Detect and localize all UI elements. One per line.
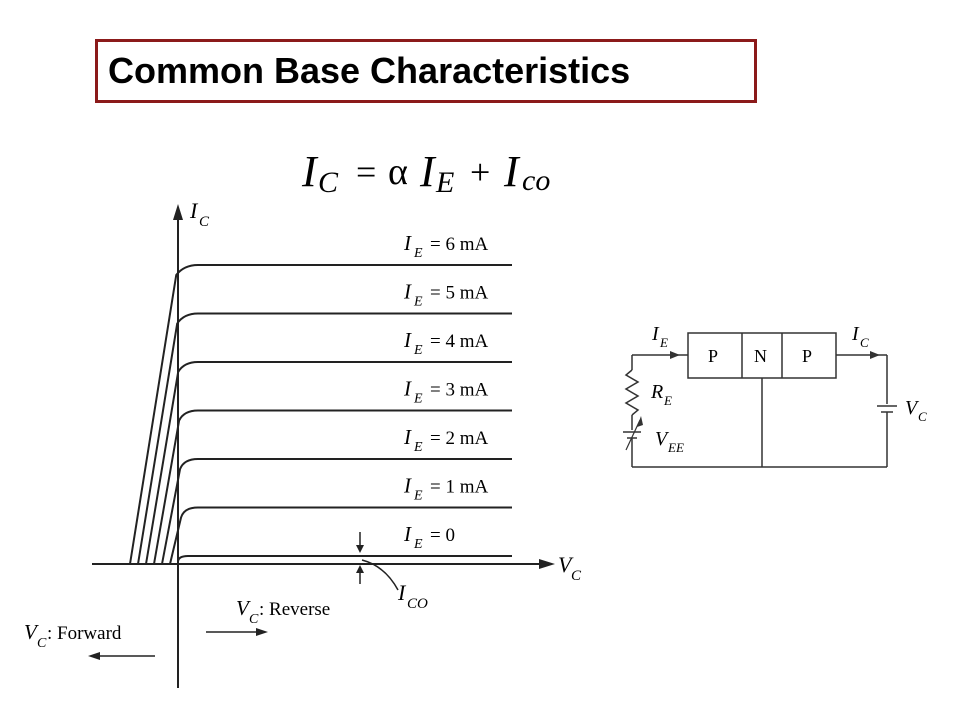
eq-ico-var: I	[503, 147, 521, 196]
y-axis-label-var: I	[189, 198, 199, 223]
curve-label-sub: E	[413, 246, 423, 261]
curve-label-value: = 0	[430, 525, 455, 546]
forward-label-var: V	[24, 620, 39, 644]
equation: I C = α I E + I co	[301, 147, 550, 199]
curve-label-sub: E	[413, 343, 423, 358]
ic-arrow	[870, 351, 880, 359]
x-axis-label-var: V	[558, 552, 574, 577]
ie-curve	[145, 361, 512, 565]
curve-label-value: = 3 mA	[430, 380, 488, 401]
ie-curve	[137, 312, 512, 565]
curve-label-var: I	[403, 231, 412, 255]
ie-arrow	[670, 351, 680, 359]
reverse-label-text: : Reverse	[259, 599, 330, 620]
circuit-re-var: R	[650, 381, 663, 403]
eq-ic-sub: C	[318, 166, 339, 199]
x-axis-label-sub: C	[571, 568, 582, 584]
curve-label-var: I	[403, 377, 412, 401]
ie-curve	[153, 409, 512, 565]
circuit-vc-sub: C	[918, 409, 927, 424]
curve-label-var: I	[403, 474, 412, 498]
slide-title: Common Base Characteristics	[95, 39, 757, 103]
curve-label-sub: E	[413, 537, 423, 552]
ico-label-sub: CO	[407, 596, 428, 612]
circuit-p1: P	[708, 346, 718, 366]
reverse-label-sub: C	[249, 612, 259, 627]
eq-equals: =	[356, 152, 376, 192]
circuit-p2: P	[802, 346, 812, 366]
ie-curve	[169, 506, 512, 565]
eq-plus: +	[470, 152, 490, 192]
circuit-vee-sub: EE	[667, 440, 684, 455]
circuit-ie-var: I	[651, 323, 660, 345]
curve-label-var: I	[403, 425, 412, 449]
forward-label-text: : Forward	[47, 623, 122, 644]
curve-label-sub: E	[413, 295, 423, 310]
eq-ie-var: I	[419, 147, 437, 196]
curve-label-sub: E	[413, 440, 423, 455]
circuit-ie-sub: E	[659, 335, 668, 350]
curve-label-sub: E	[413, 392, 423, 407]
ie-curve	[129, 264, 512, 565]
eq-alpha: α	[388, 151, 408, 193]
ico-label-var: I	[397, 580, 407, 605]
curve-label-var: I	[403, 328, 412, 352]
curve-label-value: = 4 mA	[430, 331, 488, 352]
forward-label-sub: C	[37, 636, 47, 651]
ie-curve	[161, 458, 512, 565]
circuit-vee-var: V	[655, 428, 670, 450]
x-axis-arrow	[539, 559, 555, 569]
circuit-diagram	[623, 332, 897, 468]
circuit-ic-sub: C	[860, 335, 869, 350]
resistor-re	[624, 369, 640, 416]
curve-label-sub: E	[413, 489, 423, 504]
graph	[92, 204, 555, 688]
reverse-label-var: V	[236, 596, 251, 620]
eq-ic-var: I	[301, 147, 319, 196]
curve-label-value: = 6 mA	[430, 234, 488, 255]
eq-ico-sub: co	[522, 164, 550, 197]
eq-ie-sub: E	[435, 166, 454, 199]
y-axis-label-sub: C	[199, 214, 210, 230]
y-axis-arrow	[173, 204, 183, 220]
ie-curve	[177, 555, 512, 564]
curve-label-value: = 5 mA	[430, 283, 488, 304]
ico-annotation	[356, 532, 399, 591]
curve-label-var: I	[403, 280, 412, 304]
curve-label-var: I	[403, 522, 412, 546]
curve-label-value: = 1 mA	[430, 477, 488, 498]
circuit-vc-var: V	[905, 397, 920, 419]
curve-label-value: = 2 mA	[430, 428, 488, 449]
circuit-n: N	[754, 346, 767, 366]
circuit-re-sub: E	[663, 393, 672, 408]
circuit-ic-var: I	[851, 323, 860, 345]
